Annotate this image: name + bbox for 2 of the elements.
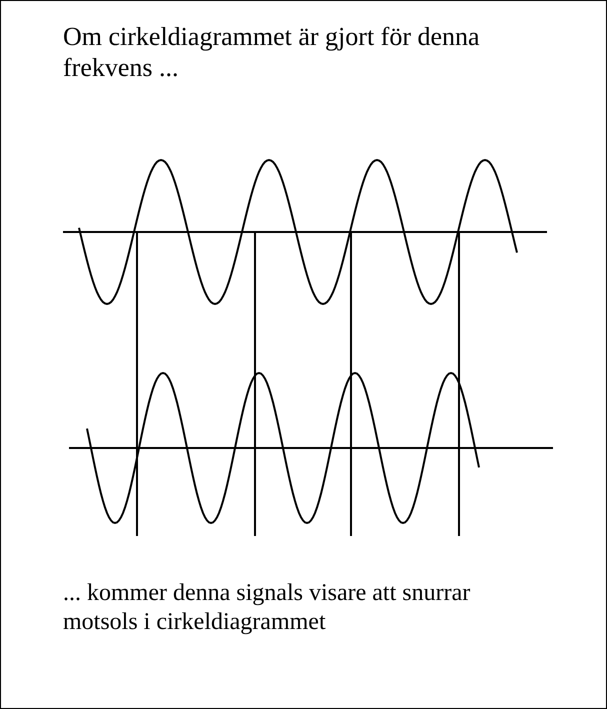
caption-text: ... kommer denna signals visare att snurrar motsols i cirkeldiagrammet bbox=[63, 579, 472, 637]
caption-text: Om cirkeldiagrammet är gjort för denna frekvens ... bbox=[63, 21, 481, 84]
